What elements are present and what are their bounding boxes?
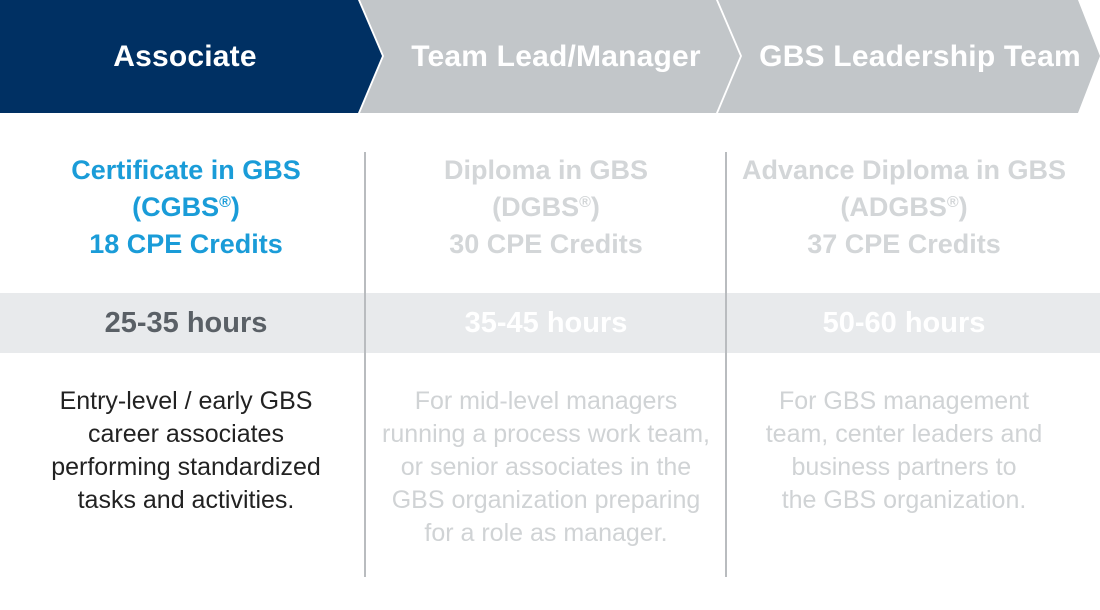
registered-mark: ® bbox=[946, 194, 959, 211]
cpe-credits: 18 CPE Credits bbox=[89, 229, 283, 259]
certificate-name: Advance Diploma in GBS bbox=[741, 155, 1067, 185]
header-label: GBS Leadership Team bbox=[759, 39, 1081, 73]
certificate-code: (DGBS®) bbox=[492, 192, 600, 222]
certificate-name: Certificate in GBS bbox=[71, 155, 301, 185]
cpe-credits: 30 CPE Credits bbox=[449, 229, 643, 259]
chevron-team-lead-manager: Team Lead/Manager bbox=[360, 0, 740, 113]
column-divider bbox=[364, 152, 366, 577]
certificate-block: Certificate in GBS (CGBS®) 18 CPE Credit… bbox=[0, 152, 372, 263]
hours-label: 50-60 hours bbox=[822, 307, 986, 339]
column-divider bbox=[725, 152, 727, 577]
certificate-code: (ADGBS®) bbox=[840, 192, 968, 222]
header-label: Associate bbox=[113, 39, 257, 73]
registered-mark: ® bbox=[219, 194, 231, 211]
certificate-name: Diploma in GBS bbox=[443, 155, 649, 185]
hours-label: 25-35 hours bbox=[104, 307, 268, 339]
hours-label: 35-45 hours bbox=[464, 307, 628, 339]
chevron-associate: Associate bbox=[0, 0, 382, 113]
level-description: Entry-level / early GBS career associate… bbox=[51, 387, 321, 514]
certificate-block: Diploma in GBS (DGBS®) 30 CPE Credits bbox=[366, 152, 726, 263]
level-description: For GBS management team, center leaders … bbox=[765, 387, 1043, 514]
registered-mark: ® bbox=[579, 194, 591, 211]
cpe-credits: 37 CPE Credits bbox=[807, 229, 1001, 259]
certificate-code: (CGBS®) bbox=[132, 192, 240, 222]
header-label: Team Lead/Manager bbox=[411, 39, 701, 73]
chevron-gbs-leadership-team: GBS Leadership Team bbox=[718, 0, 1100, 113]
certificate-block: Advance Diploma in GBS (ADGBS®) 37 CPE C… bbox=[728, 152, 1080, 263]
level-description: For mid-level managers running a process… bbox=[382, 387, 710, 547]
hours-band bbox=[0, 293, 1100, 353]
